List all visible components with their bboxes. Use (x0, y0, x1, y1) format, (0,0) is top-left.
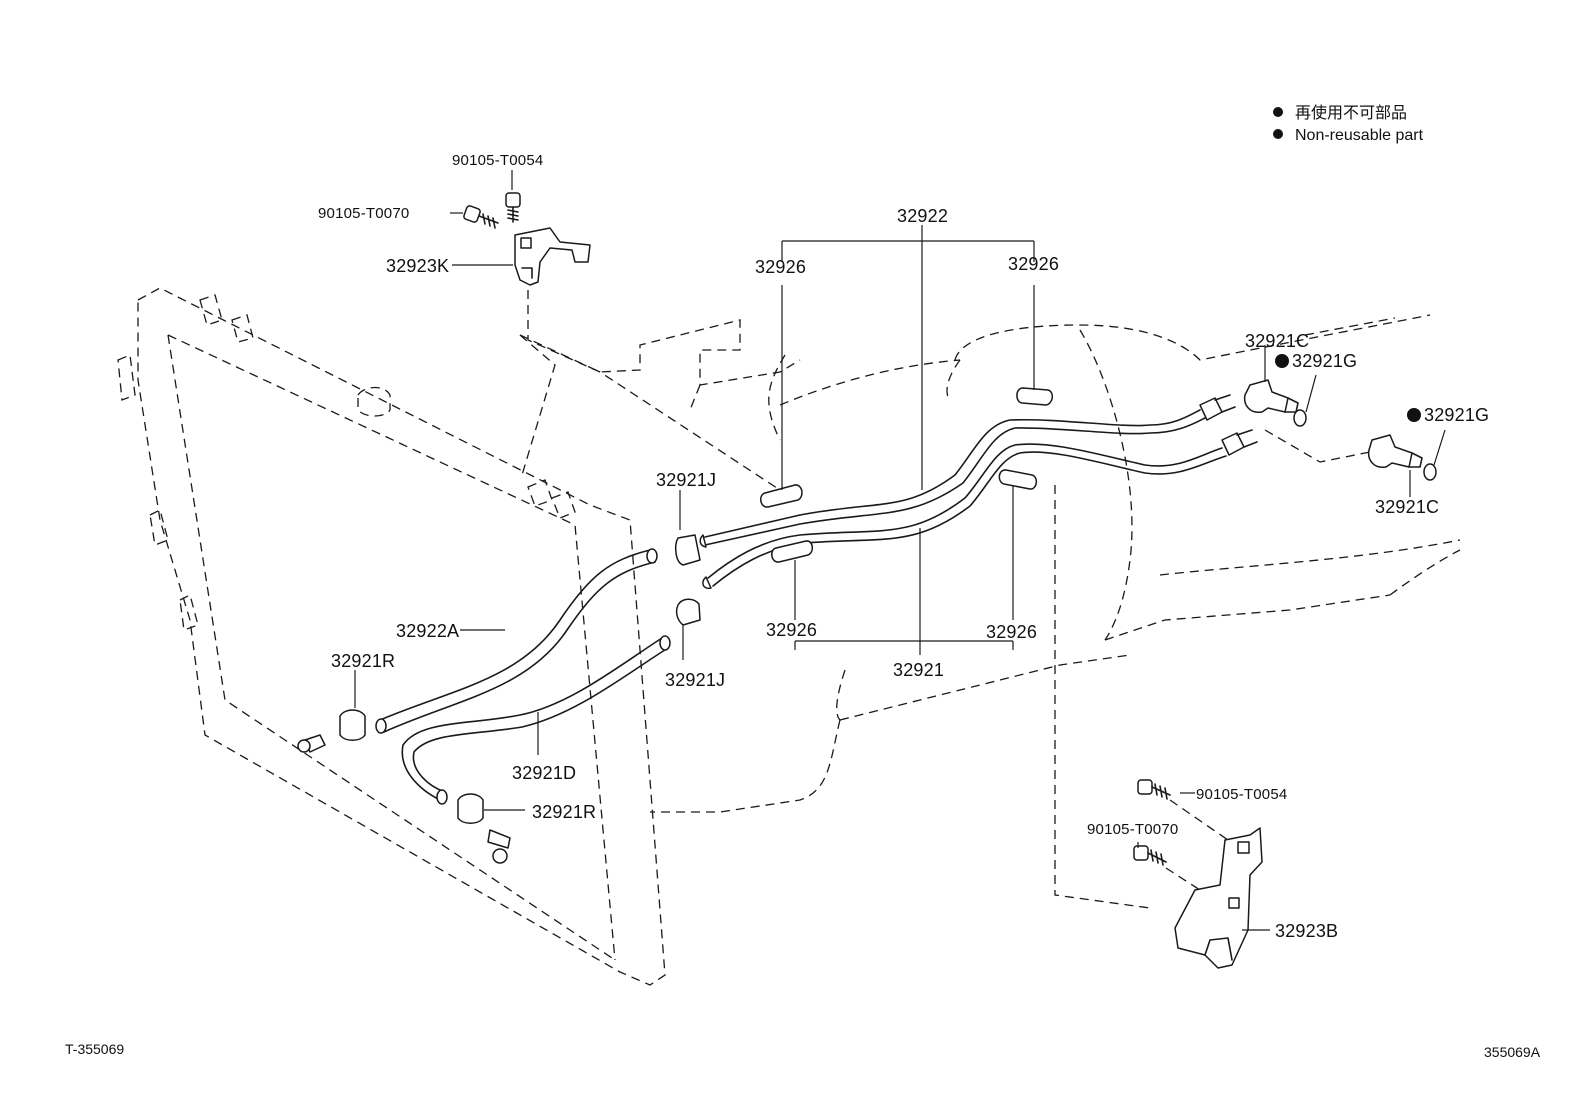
label-clamp-r-left: 32921R (331, 651, 395, 671)
label-tube-set-upper: 32922 (897, 206, 948, 226)
non-reusable-dot-icon (1407, 408, 1421, 422)
label-grommet-lower-left: 32926 (766, 620, 817, 640)
clamp-r-lower-icon (457, 793, 484, 824)
label-clamp-j-upper: 32921J (656, 470, 716, 490)
leader-line (1305, 374, 1317, 413)
label-gasket-upper: 32921G (1292, 351, 1357, 371)
hose-d (401, 635, 671, 805)
label-grommet-lower-right: 32926 (986, 622, 1037, 642)
label-union-upper: 32921C (1245, 331, 1309, 351)
diagram-id-right: 355069A (1484, 1044, 1541, 1060)
label-bolt-54-bottom: 90105-T0054 (1196, 786, 1287, 803)
bolt-icon (1133, 845, 1167, 866)
radiator-outline (117, 287, 666, 986)
legend-dot-icon (1273, 129, 1283, 139)
radiator-nipple-icon (297, 734, 326, 753)
tube-set-upper-callout: 32922 32926 32926 (755, 206, 1059, 490)
label-clamp-j-lower: 32921J (665, 670, 725, 690)
label-tube-set-lower: 32921 (893, 660, 944, 680)
union-upper-icon (1243, 379, 1299, 414)
label-grommet-upper-right: 32926 (1008, 254, 1059, 274)
union-lower-icon (1367, 434, 1423, 469)
label-hose-d: 32921D (512, 763, 576, 783)
bolt-icon (505, 192, 521, 223)
label-union-lower: 32921C (1375, 497, 1439, 517)
legend-jp: 再使用不可部品 (1295, 104, 1407, 122)
radiator-nipple-icon (487, 829, 511, 864)
bolt-icon (1137, 779, 1171, 800)
guide-line (527, 290, 781, 491)
bolt-icon (463, 205, 499, 229)
clamp-j-upper-icon (674, 534, 701, 566)
gasket-lower-icon (1423, 463, 1437, 481)
grommet-icon (771, 540, 814, 563)
bracket-k-icon (514, 227, 591, 286)
label-hose-a: 32922A (396, 621, 459, 641)
transmission-outline (519, 314, 1461, 909)
label-bolt-70-bottom: 90105-T0070 (1087, 821, 1178, 838)
label-clamp-r-lower: 32921R (532, 802, 596, 822)
legend: 再使用不可部品 Non-reusable part (1273, 104, 1424, 144)
diagram-id-left: T-355069 (65, 1041, 124, 1057)
non-reusable-dot-icon (1275, 354, 1289, 368)
bracket-b-icon (1174, 827, 1263, 969)
label-gasket-lower: 32921G (1424, 405, 1489, 425)
tube-set-lower-callout: 32926 32926 32921 (766, 485, 1037, 680)
label-grommet-upper-left: 32926 (755, 257, 806, 277)
top-bracket-assembly: 90105-T0054 90105-T0070 32923K (318, 152, 591, 286)
label-bracket-k: 32923K (386, 256, 449, 276)
clamp-r-left-icon (339, 709, 366, 741)
leader-line (1433, 429, 1446, 466)
grommet-icon (1016, 387, 1054, 406)
grommet-icon (998, 469, 1038, 490)
bottom-bracket-assembly: 90105-T0054 90105-T0070 32923B (1087, 779, 1338, 969)
hose-a (375, 548, 658, 734)
label-bracket-b: 32923B (1275, 921, 1338, 941)
label-bolt-54-top: 90105-T0054 (452, 152, 543, 169)
grommet-icon (760, 484, 803, 508)
gasket-upper-icon (1293, 409, 1307, 427)
legend-en: Non-reusable part (1295, 127, 1424, 144)
clamp-j-lower-icon (675, 598, 701, 626)
label-bolt-70-top: 90105-T0070 (318, 205, 409, 222)
legend-dot-icon (1273, 107, 1283, 117)
